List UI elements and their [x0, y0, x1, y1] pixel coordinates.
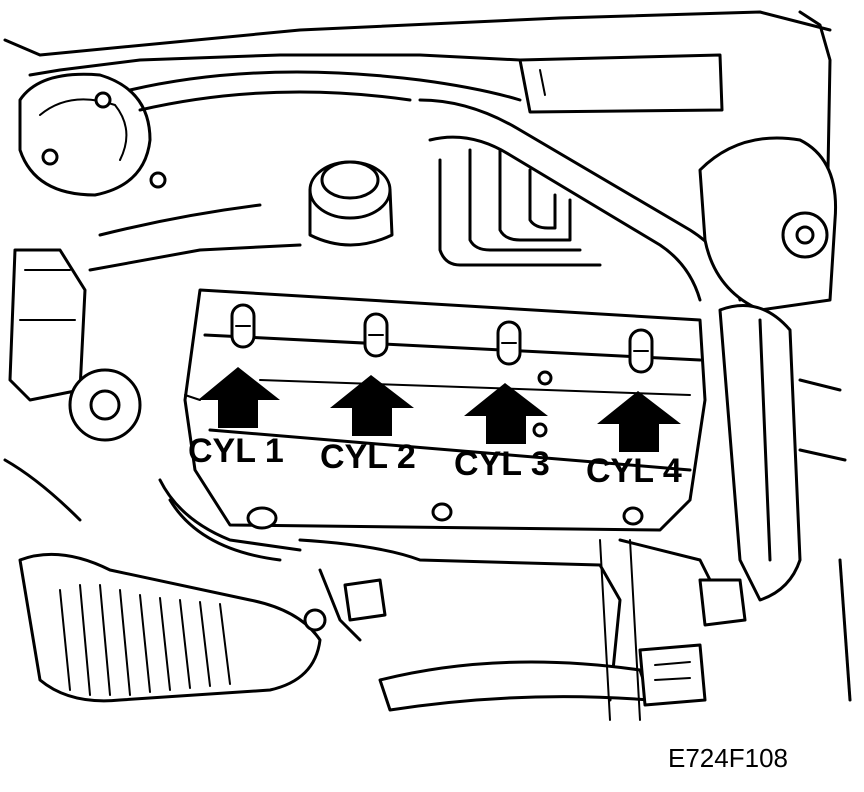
cyl-2-label: CYL 2 [320, 438, 416, 476]
hood-outline [3, 10, 832, 172]
coil-slot-1 [230, 303, 256, 349]
intake-hose [18, 552, 322, 703]
left-components [8, 203, 302, 442]
cyl-3-label: CYL 3 [454, 445, 550, 483]
arrow-cyl-1 [198, 367, 280, 428]
coil-slot-4 [628, 328, 654, 374]
arrow-cyl-3 [464, 383, 548, 444]
upper-hoses [128, 53, 742, 302]
arrow-cyl-4 [597, 391, 681, 452]
arrow-cyl-2 [330, 375, 414, 436]
cylinder-arrows [198, 367, 681, 452]
misc-lines [3, 458, 852, 721]
valve-cover [183, 288, 707, 532]
cover-bolts [246, 370, 644, 530]
coil-slot-2 [363, 312, 389, 358]
right-components [698, 136, 847, 602]
filler-cap [308, 160, 394, 247]
cyl-1-label: CYL 1 [188, 432, 284, 470]
strut-tower-left [18, 72, 167, 197]
figure-code: E724F108 [668, 743, 788, 773]
lower-pipes [298, 538, 747, 712]
coil-slots [230, 303, 654, 374]
cyl-4-label: CYL 4 [586, 452, 682, 490]
cylinder-labels: CYL 1 CYL 2 CYL 3 CYL 4 [188, 432, 682, 490]
coil-slot-3 [496, 320, 522, 366]
fuel-lines [438, 148, 602, 267]
